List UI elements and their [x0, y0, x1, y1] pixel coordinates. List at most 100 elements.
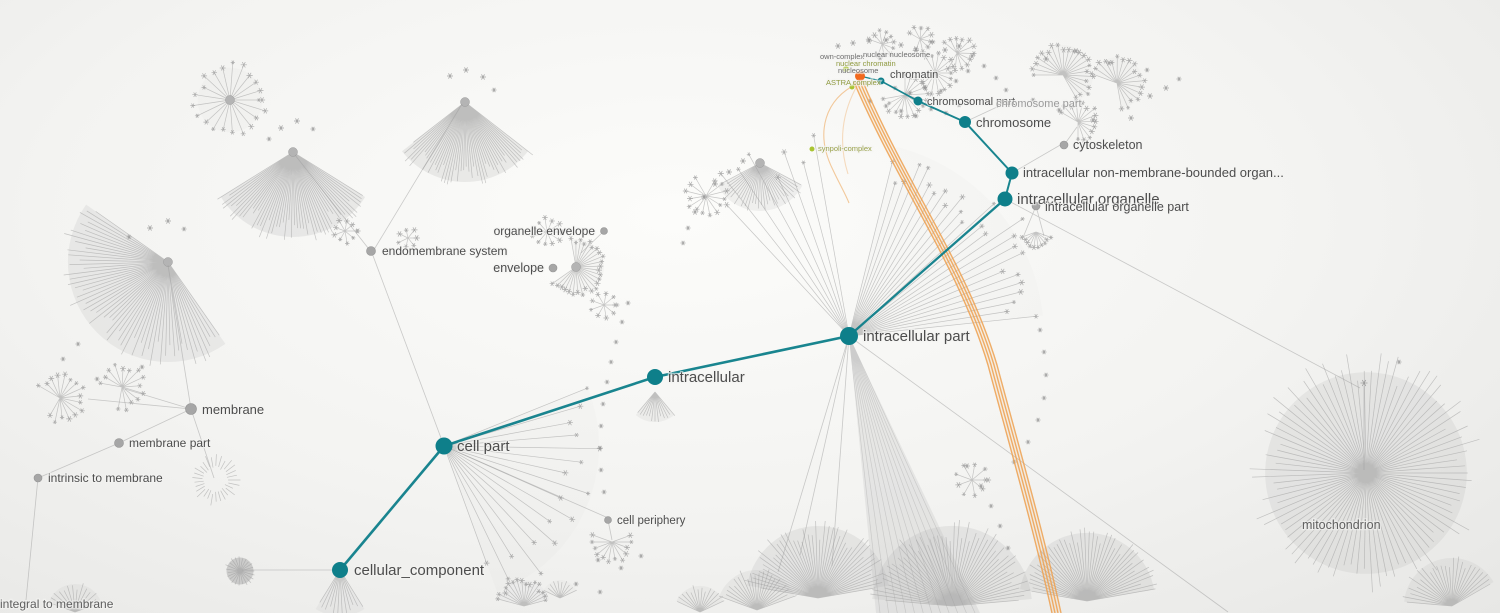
- node-endomembrane_system[interactable]: [366, 246, 376, 256]
- cluster-fan[interactable]: [315, 569, 365, 613]
- floating-label-own-complex: own-complex: [820, 52, 864, 61]
- node-envelope[interactable]: [548, 263, 558, 273]
- cluster-fan[interactable]: [190, 60, 269, 137]
- leaf-node-icon: [549, 235, 606, 298]
- cluster-spokes: [1028, 527, 1157, 602]
- cluster-fan[interactable]: [48, 583, 103, 613]
- cluster-fan[interactable]: [880, 71, 931, 120]
- node-cellular_component[interactable]: [332, 562, 348, 578]
- cluster-fan[interactable]: [744, 520, 889, 599]
- label-cytoskeleton: cytoskeleton: [1073, 138, 1143, 152]
- cluster-fan[interactable]: [443, 386, 603, 592]
- cluster-spokes: [532, 217, 563, 245]
- cluster-spokes: [955, 464, 989, 496]
- cluster-fan[interactable]: [920, 50, 957, 97]
- node-intracellular_organelle[interactable]: [997, 191, 1013, 207]
- cluster-fan[interactable]: [941, 36, 978, 74]
- leaf-node-icon: [1019, 234, 1054, 251]
- cluster-fan[interactable]: [1029, 42, 1097, 101]
- cluster-fan[interactable]: [63, 204, 226, 366]
- label-endomembrane_system: endomembrane system: [382, 244, 507, 258]
- node-organelle_envelope[interactable]: [600, 227, 608, 235]
- node-intracellular_organelle_part[interactable]: [1031, 201, 1041, 211]
- node-non_membrane_bounded_organelle[interactable]: [1005, 166, 1019, 180]
- cluster-fan[interactable]: [1019, 231, 1054, 251]
- node-intracellular_part[interactable]: [840, 327, 858, 345]
- cluster-fan[interactable]: [1058, 98, 1099, 143]
- node-olive_c[interactable]: [809, 146, 815, 152]
- cluster-spokes: [870, 519, 1031, 607]
- node-chromatin[interactable]: [877, 77, 885, 85]
- node-chromosome[interactable]: [959, 116, 971, 128]
- cluster-fan[interactable]: [495, 577, 550, 607]
- leaf-node-icon: [865, 28, 897, 58]
- floating-label-nuclear-nucleosome: nuclear nucleosome: [863, 50, 930, 59]
- cluster-spokes: [225, 556, 255, 586]
- node-chromosomal_part[interactable]: [913, 96, 923, 106]
- cluster-spokes: [909, 27, 934, 52]
- orange-edge-loop: [842, 83, 859, 175]
- cluster-spokes: [319, 569, 364, 613]
- node-intracellular[interactable]: [647, 369, 663, 385]
- floating-label-integral-to-membrane: integral to membrane: [0, 597, 114, 611]
- node-cell_periphery[interactable]: [604, 516, 612, 524]
- cluster-hub[interactable]: [288, 147, 298, 157]
- cluster-fan[interactable]: [870, 519, 1032, 607]
- label-intracellular_organelle: intracellular organelle: [1017, 191, 1160, 208]
- node-cell_part[interactable]: [435, 437, 453, 455]
- cluster-spokes: [38, 374, 84, 423]
- cluster-spokes: [50, 583, 103, 613]
- cluster-spokes: [334, 220, 358, 244]
- node-cytoskeleton[interactable]: [1059, 140, 1069, 150]
- cluster-fan[interactable]: [954, 462, 992, 498]
- cluster-fan[interactable]: [906, 25, 936, 55]
- cluster-fan[interactable]: [225, 556, 255, 586]
- cluster-hub[interactable]: [225, 95, 235, 105]
- cluster-fan[interactable]: [589, 532, 634, 565]
- node-olive_a[interactable]: [843, 66, 849, 72]
- cluster-hub[interactable]: [755, 158, 765, 168]
- cluster-fan[interactable]: [98, 362, 146, 413]
- node-membrane[interactable]: [185, 403, 197, 415]
- cluster-fan[interactable]: [402, 97, 534, 185]
- floating-label-synpoli-complex: synpoli-complex: [818, 144, 872, 153]
- cluster-spokes: [497, 579, 546, 607]
- cluster-fan[interactable]: [543, 580, 577, 599]
- label-chromosome: chromosome: [976, 115, 1051, 130]
- cluster-fan[interactable]: [588, 291, 620, 321]
- floating-label-mitochondrion: mitochondrion: [1302, 518, 1381, 532]
- node-intrinsic_to_membrane[interactable]: [33, 473, 43, 483]
- cluster-fan[interactable]: [217, 147, 366, 241]
- cluster-fan[interactable]: [36, 371, 86, 425]
- cluster-fan[interactable]: [676, 585, 725, 613]
- cluster-fan[interactable]: [192, 454, 241, 506]
- cluster-fan[interactable]: [717, 133, 850, 337]
- cluster-fan[interactable]: [682, 175, 730, 218]
- cluster-spokes: [443, 387, 600, 580]
- cluster-fan[interactable]: [1249, 353, 1480, 593]
- cluster-fan[interactable]: [1402, 556, 1494, 607]
- cluster-spokes: [551, 238, 604, 296]
- cluster-hub[interactable]: [460, 97, 470, 107]
- cluster-fan[interactable]: [396, 227, 420, 250]
- orange-edge-band: [853, 80, 1061, 613]
- cluster-hub[interactable]: [571, 262, 581, 272]
- label-chromatin: chromatin: [890, 69, 938, 81]
- cluster-fan[interactable]: [331, 217, 361, 246]
- node-olive_b[interactable]: [849, 84, 855, 90]
- node-membrane_part[interactable]: [114, 438, 124, 448]
- cluster-fan[interactable]: [1088, 54, 1148, 112]
- cluster-fan[interactable]: [549, 235, 606, 298]
- cluster-fan[interactable]: [719, 569, 797, 611]
- orange-edge: [862, 81, 1062, 613]
- cluster-fan[interactable]: [635, 391, 676, 423]
- cluster-fan[interactable]: [717, 158, 803, 212]
- node-nucleosome[interactable]: [855, 71, 865, 81]
- orange-edge: [856, 81, 1056, 613]
- leaf-node-icon: [1029, 42, 1097, 100]
- cluster-fan[interactable]: [530, 215, 566, 247]
- cluster-fan[interactable]: [1020, 527, 1157, 602]
- label-intrinsic_to_membrane: intrinsic to membrane: [48, 471, 163, 485]
